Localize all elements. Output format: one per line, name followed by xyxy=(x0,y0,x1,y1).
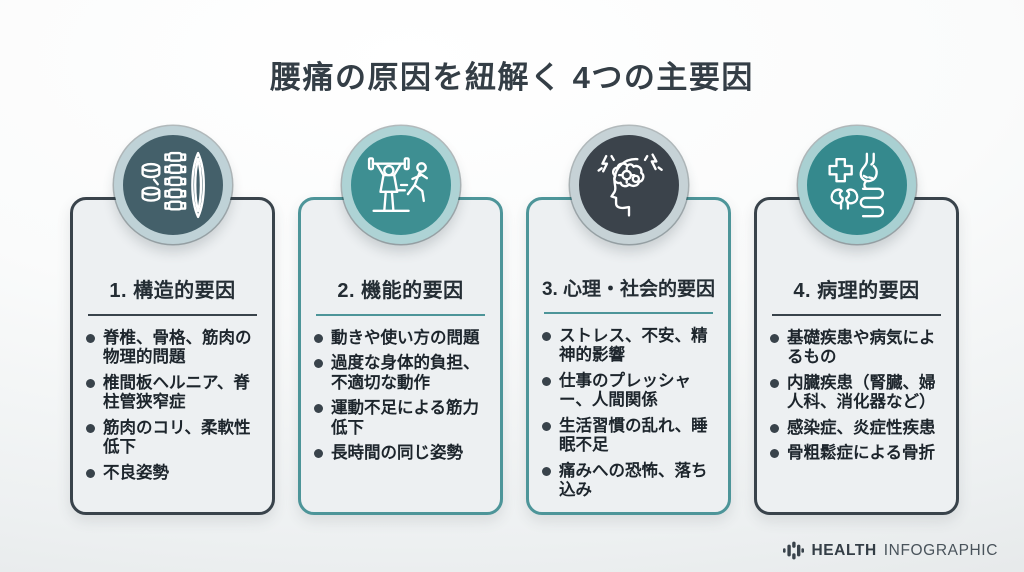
list-item: 仕事のプレッシャー、人間関係 xyxy=(542,372,718,411)
bullet-dot xyxy=(314,449,323,459)
bullet-text: 運動不足による筋力低下 xyxy=(331,399,480,437)
bullet-dot xyxy=(314,359,323,369)
bullet-dot xyxy=(314,404,323,414)
exercise-icon xyxy=(367,157,428,213)
bullet-text: 脊椎、骨格、筋肉の物理的問題 xyxy=(103,329,252,367)
list-item: 脊椎、骨格、筋肉の物理的問題 xyxy=(86,329,262,368)
bullet-dot xyxy=(542,332,551,341)
bullet-text: 感染症、炎症性疾患 xyxy=(787,418,936,437)
bullet-dot xyxy=(86,468,95,478)
brand-name-health: HEALTH xyxy=(811,541,877,559)
list-item: 感染症、炎症性疾患 xyxy=(770,419,946,438)
bullet-list: 基礎疾患や病気によるもの 内臓疾患（腎臓、婦人科、消化器など） 感染症、炎症性疾… xyxy=(770,329,946,464)
list-item: 不良姿勢 xyxy=(86,464,262,483)
card-divider xyxy=(88,314,257,316)
bullet-dot xyxy=(542,376,551,386)
card-psychosocial-factors: 3. 心理・社会的要因 ストレス、不安、精神的影響 仕事のプレッシャー、人間関係… xyxy=(526,126,731,515)
bullet-dot xyxy=(86,334,95,343)
list-item: 筋肉のコリ、柔軟性低下 xyxy=(86,419,262,458)
bullet-text: 仕事のプレッシャー、人間関係 xyxy=(559,371,691,410)
bullet-text: 内臓疾患（腎臓、婦人科、消化器など） xyxy=(787,373,936,412)
bullet-dot xyxy=(770,423,779,433)
bullet-list: 脊椎、骨格、筋肉の物理的問題 椎間板ヘルニア、脊柱管狭窄症 筋肉のコリ、柔軟性低… xyxy=(86,329,262,483)
bullet-list: ストレス、不安、精神的影響 仕事のプレッシャー、人間関係 生活習慣の乱れ、睡眠不… xyxy=(542,327,718,501)
bullet-dot xyxy=(770,378,779,388)
brand-name-infographic: INFOGRAPHIC xyxy=(883,541,998,559)
organs-icon xyxy=(827,152,884,218)
page-title: 腰痛の原因を紐解く 4つの主要因 xyxy=(270,60,754,95)
card-divider xyxy=(316,314,485,316)
list-item: 内臓疾患（腎臓、婦人科、消化器など） xyxy=(770,374,946,413)
factor-circle xyxy=(113,126,232,244)
bullet-dot xyxy=(86,378,95,388)
brain-stress-icon xyxy=(596,153,663,217)
bullet-dot xyxy=(770,334,779,343)
list-item: 基礎疾患や病気によるもの xyxy=(770,329,946,368)
card-divider xyxy=(772,314,941,316)
bullet-text: 過度な身体的負担、不適切な動作 xyxy=(331,354,480,392)
card-structural-factors: 1. 構造的要因 脊椎、骨格、筋肉の物理的問題 椎間板ヘルニア、脊柱管狭窄症 筋… xyxy=(70,126,275,515)
health-logo-icon xyxy=(783,541,805,560)
list-item: 長時間の同じ姿勢 xyxy=(314,444,490,463)
footer-brand: HEALTH INFOGRAPHIC xyxy=(783,540,998,561)
card-title: 4. 病理的要因 xyxy=(793,280,920,302)
list-item: ストレス、不安、精神的影響 xyxy=(542,327,718,366)
card-title: 1. 構造的要因 xyxy=(109,280,236,302)
card-title: 2. 機能的要因 xyxy=(337,280,464,302)
bullet-text: 椎間板ヘルニア、脊柱管狭窄症 xyxy=(103,373,250,412)
bullet-text: 骨粗鬆症による骨折 xyxy=(787,444,936,463)
factor-circle xyxy=(341,126,460,244)
bullet-text: 長時間の同じ姿勢 xyxy=(331,444,463,463)
bullet-dot xyxy=(314,334,323,343)
bullet-dot xyxy=(86,423,95,433)
bullet-text: 動きや使い方の問題 xyxy=(331,329,480,347)
bullet-dot xyxy=(542,421,551,431)
list-item: 椎間板ヘルニア、脊柱管狭窄症 xyxy=(86,374,262,413)
card-pathological-factors: 4. 病理的要因 基礎疾患や病気によるもの 内臓疾患（腎臓、婦人科、消化器など）… xyxy=(754,126,959,515)
bullet-text: ストレス、不安、精神的影響 xyxy=(559,327,708,365)
bullet-dot xyxy=(770,449,779,459)
spine-muscle-icon xyxy=(140,151,205,219)
list-item: 動きや使い方の問題 xyxy=(314,329,490,348)
factor-circle xyxy=(569,126,688,244)
list-item: 生活習慣の乱れ、睡眠不足 xyxy=(542,417,718,456)
bullet-text: 基礎疾患や病気によるもの xyxy=(787,329,936,367)
card-title: 3. 心理・社会的要因 xyxy=(541,279,716,300)
bullet-text: 筋肉のコリ、柔軟性低下 xyxy=(103,418,251,457)
list-item: 運動不足による筋力低下 xyxy=(314,399,490,438)
list-item: 過度な身体的負担、不適切な動作 xyxy=(314,354,490,393)
list-item: 骨粗鬆症による骨折 xyxy=(770,444,946,463)
factor-circle xyxy=(797,126,916,244)
cards-row: 1. 構造的要因 脊椎、骨格、筋肉の物理的問題 椎間板ヘルニア、脊柱管狭窄症 筋… xyxy=(70,126,959,515)
bullet-text: 生活習慣の乱れ、睡眠不足 xyxy=(559,416,708,455)
bullet-dot xyxy=(542,466,551,476)
bullet-text: 不良姿勢 xyxy=(103,463,169,482)
list-item: 痛みへの恐怖、落ち込み xyxy=(542,462,718,501)
bullet-list: 動きや使い方の問題 過度な身体的負担、不適切な動作 運動不足による筋力低下 長時… xyxy=(314,329,490,464)
bullet-text: 痛みへの恐怖、落ち込み xyxy=(559,461,708,500)
card-functional-factors: 2. 機能的要因 動きや使い方の問題 過度な身体的負担、不適切な動作 運動不足に… xyxy=(298,126,503,515)
card-divider xyxy=(544,312,713,314)
